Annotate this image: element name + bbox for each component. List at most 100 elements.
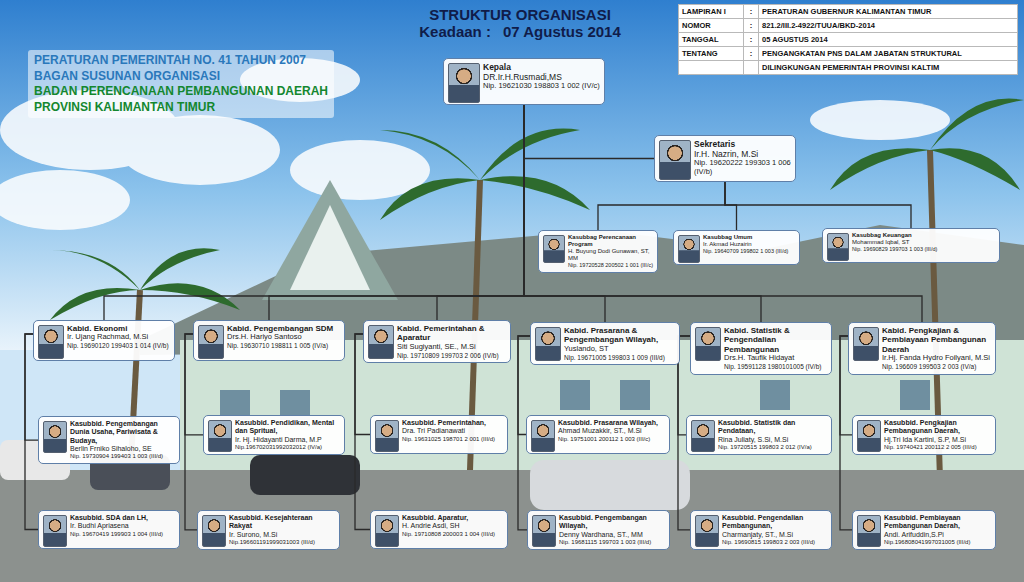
portrait-photo [695,515,719,547]
official-name: Ir. Surono, M.Si [229,531,335,539]
official-name: Ir.H. Nazrin, M.Si [694,149,791,159]
position-title: Kabid. Pengembangan SDM [227,324,340,333]
official-name: Ir. Hj. Hidayanti Darma, M.P [235,436,340,444]
portrait-photo [208,420,232,452]
table-cell: : [744,47,759,61]
portrait-photo [202,515,226,547]
connector-line [25,334,38,530]
position-title: Kasubbid. Pemerintahan, [402,419,503,427]
position-title: Kepala [483,62,600,72]
official-name: Ir. Budhi Apriasena [70,522,175,530]
employee-number: Nip. 19681115 199703 1 003 (III/d) [559,539,665,546]
employee-number: Nip. 19670419 199903 1 004 (III/d) [70,531,175,538]
background-shape [560,380,590,410]
background-shape [290,205,370,290]
portrait-photo [857,420,881,452]
position-title: Kasubbid. Pengembangan Dunia Usaha, Pari… [70,420,175,445]
official-name: Andi. Arifuddin,S.Pi [884,531,991,539]
connector-line [524,105,654,159]
connector-line [598,182,725,230]
employee-number: Nip.196702031992032012 (IV/a) [235,444,340,451]
portrait-photo [38,325,64,359]
portrait-photo [375,420,399,452]
employee-number: Nip. 19620222 199303 1 006 (IV/b) [694,159,791,177]
table-cell: PENGANGKATAN PNS DALAM JABATAN STRUKTURA… [759,47,1018,61]
table-text: PENGANGKATAN PNS DALAM JABATAN STRUKTURA… [762,49,962,58]
background-shape [530,460,690,510]
table-text: : [750,7,753,16]
connector-line [524,105,605,322]
official-name: Ir. Ujang Rachmad, M.Si [67,333,170,342]
official-name: Ir. Akmad Huzairin [703,241,795,248]
official-name: Berlin Frniko Sihaloho, SE [70,445,175,453]
subsection-box: Kasubbid. Pengembangan Wilayah,Denny War… [527,510,670,550]
title-block: STRUKTUR ORGANISASIKeadaan :07 Agustus 2… [360,6,680,40]
connector-line [104,105,524,320]
position-title: Kasubbid. Pengendalian Pembangunan, [722,514,827,531]
background-shape [262,180,398,300]
employee-number: Nip. 19621030 198803 1 002 (IV/c) [483,82,600,91]
subsection-box: Kasubbid. Pengendalian Pembangunan,Charm… [690,510,832,550]
employee-number: Nip.196808041997031005 (III/d) [884,539,991,546]
official-name: Mohammad Iqbal, ST [852,239,995,246]
portrait-photo [659,140,691,180]
portrait-photo [198,325,224,359]
position-title: Kasubbid. Statistik dan Pendataan, [718,419,827,436]
official-name: Ir.Hj. Fanda Hydro Foilyani, M.Si [882,354,991,363]
header-block: PERATURAN PEMERINTAH NO. 41 TAHUN 2007BA… [28,50,334,118]
employee-number: Nip. 196609 199503 2 003 (IV/a) [882,363,991,371]
header-text: PROVINSI KALIMANTAN TIMUR [34,100,328,116]
table-cell: : [744,33,759,47]
date-text: 07 Agustus 2014 [503,23,621,40]
subsection-box: Kasubbid. Pemerintahan,Dra. Tri Padianaw… [370,415,508,454]
position-title: Kasubbid. Pembiayaan Pembangunan Daerah, [884,514,991,531]
connector-line [355,334,370,530]
employee-number: Nip. 19710808 200003 1 004 (III/d) [402,531,503,538]
background-shape [220,380,930,420]
table-text: PERATURAN GUBERNUR KALIMANTAN TIMUR [762,7,931,16]
portrait-photo [368,325,394,359]
table-row: TANGGAL:05 AGUSTUS 2014 [679,33,1018,47]
position-title: Kasubbag Keuangan [852,232,995,239]
table-cell: NOMOR [679,19,744,33]
official-name: Denny Wardhana, ST., MM [559,531,665,539]
position-title: Kabid. Statistik & Pengendalian Pembangu… [724,326,827,354]
background-shape [830,90,1024,190]
header-text: PERATURAN PEMERINTAH NO. 41 TAHUN 2007 [34,53,328,69]
table-cell: PERATURAN GUBERNUR KALIMANTAN TIMUR [759,5,1018,19]
official-name: Charmanjaty, ST., M.Si [722,531,827,539]
position-box: Kabid. Prasarana & Pengembangan Wilayah,… [530,322,680,365]
position-title: Sekretaris [694,139,791,149]
date-line: Keadaan :07 Agustus 2014 [360,23,680,40]
position-title: Kabid. Prasarana & Pengembangan Wilayah, [564,326,675,345]
employee-number: Nip. 19751001 200112 1 003 (III/c) [558,436,665,443]
position-title: Kasubbid. Pengembangan Wilayah, [559,514,665,531]
background-shape [380,129,590,220]
official-name: Siti Sugiyanti, SE., M.Si [397,343,506,352]
background-shape [120,115,280,185]
portrait-photo [678,235,700,263]
background-shape [50,248,240,320]
palm-trees [50,90,1024,480]
subsection-box: Kasubbid. Aparatur,H. Andrie Asdi, SHNip… [370,510,508,549]
connector-line [725,182,737,230]
portrait-photo [695,327,721,361]
employee-number: Nip. 19740421 200112 2 005 (III/d) [884,444,991,451]
table-text: 821.2/III.2-4922/TUUA/BKD-2014 [762,21,875,30]
background-shape [760,380,790,410]
portrait-photo [691,420,715,452]
employee-number: Nip. 19640709 199802 1 003 (III/d) [703,248,795,254]
connector-line [185,334,197,530]
position-title: Kasubbid. Pengkajian Pembangunan Daerah, [884,419,991,436]
position-title: Kabid. Pemerintahan & Aparatur [397,324,506,343]
table-cell: DILINGKUNGAN PEMERINTAH PROVINSI KALTIM [759,61,1018,75]
official-name: H. Andrie Asdi, SH [402,522,503,530]
decree-table: LAMPIRAN I:PERATURAN GUBERNUR KALIMANTAN… [678,4,1018,75]
table-text: : [750,49,753,58]
subsection-box: Kasubbid. SDA dan LH,Ir. Budhi Apriasena… [38,510,180,549]
position-box: Kabid. Pengembangan SDMDrs.H. Hariyo San… [193,320,345,361]
employee-number: Nip. 19690120 199403 1 014 (IV/b) [67,342,170,350]
table-row: LAMPIRAN I:PERATURAN GUBERNUR KALIMANTAN… [679,5,1018,19]
official-name: DR.Ir.H.Rusmadi,MS [483,72,600,82]
